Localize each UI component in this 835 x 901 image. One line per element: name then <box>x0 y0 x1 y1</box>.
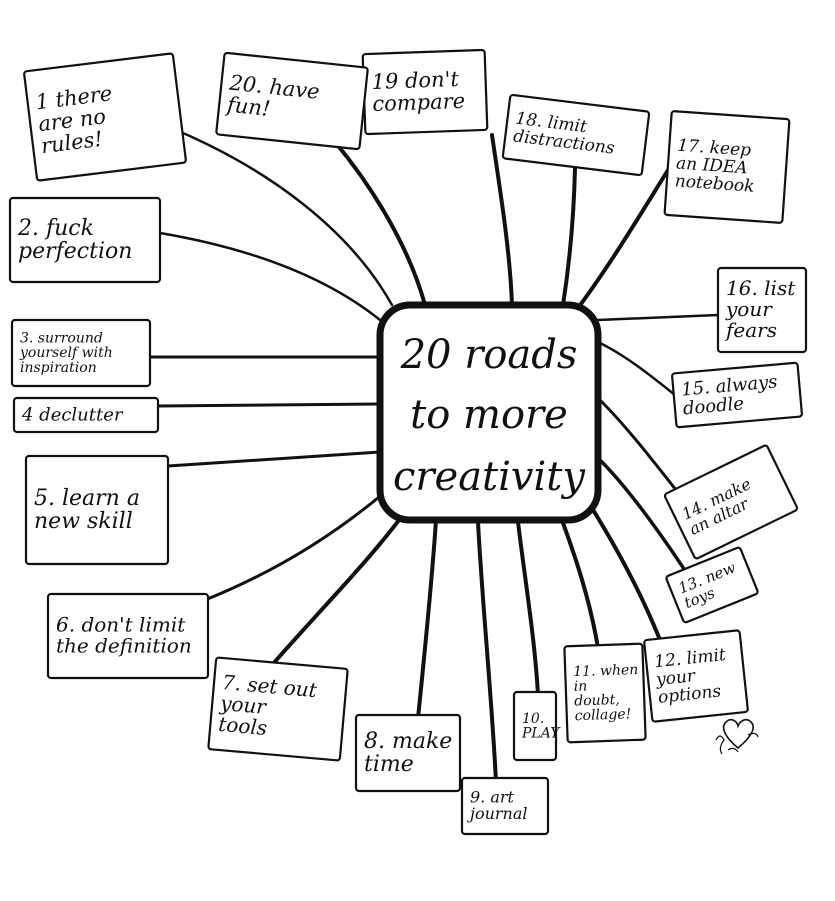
road-box-16 <box>716 266 808 354</box>
road-11-label-line-4: collage! <box>575 706 632 724</box>
spoke-16 <box>596 313 720 322</box>
road-3-label-line-1: 3. surround <box>20 330 103 346</box>
center-title-line-1: 20 roads <box>400 332 578 378</box>
road-16-label-line-1: 16. list <box>726 276 796 300</box>
spoke-19 <box>490 133 514 307</box>
road-box-14 <box>663 444 799 560</box>
road-3-label-line-2: yourself with <box>19 345 113 361</box>
road-2-label-line-1: 2. fuck <box>17 216 94 241</box>
road-box-8 <box>354 713 462 793</box>
road-11-label-line-1: 11. when <box>573 662 639 680</box>
road-16-label-line-2: your <box>725 297 773 321</box>
signature-scribble <box>715 732 759 755</box>
spokes <box>148 128 720 784</box>
road-8-label-line-2: time <box>364 752 414 777</box>
spoke-2 <box>158 231 382 322</box>
road-7-label-line-2: your <box>218 691 268 719</box>
road-7-label-line-3: tools <box>217 712 268 740</box>
road-box-5 <box>24 454 170 566</box>
spoke-13 <box>598 458 692 580</box>
road-2-label-line-2: perfection <box>18 239 132 264</box>
road-box-2 <box>8 196 162 284</box>
road-10-label-line-1: 10. <box>522 711 544 727</box>
heart-icon <box>722 718 754 750</box>
road-9-label-line-2: journal <box>467 804 528 823</box>
road-17-label-line-2: an IDEA <box>675 153 748 178</box>
spoke-9 <box>476 520 498 784</box>
spoke-4 <box>156 402 382 408</box>
road-node-4: 4 declutter <box>12 396 160 434</box>
spoke-18 <box>561 166 577 307</box>
road-box-9 <box>460 776 550 836</box>
road-8-label-line-1: 8. make <box>364 729 452 754</box>
spoke-12 <box>588 503 662 642</box>
road-19-label-line-2: compare <box>372 89 466 116</box>
road-box-7 <box>207 656 349 762</box>
road-12-label-line-2: your <box>654 666 697 690</box>
road-5-label-line-2: new skill <box>34 509 133 534</box>
road-box-11 <box>563 642 647 744</box>
road-box-12 <box>643 629 749 723</box>
road-box-13 <box>665 546 759 624</box>
center-title-line-3: creativity <box>393 454 586 500</box>
center-box <box>376 301 602 524</box>
road-box-4 <box>12 396 160 434</box>
spoke-6 <box>203 490 387 602</box>
road-box-20 <box>215 51 369 151</box>
road-4-label-line-1: 4 declutter <box>21 404 124 425</box>
signature-heart <box>715 718 759 755</box>
road-10-label-line-2: PLAY <box>521 725 561 741</box>
road-node-10: 10.PLAY <box>512 690 561 762</box>
spoke-20 <box>333 140 427 307</box>
spoke-17 <box>576 168 670 310</box>
road-box-10 <box>512 690 558 762</box>
spoke-15 <box>596 340 677 397</box>
spoke-8 <box>416 518 438 720</box>
road-6-label-line-1: 6. don't limit <box>56 612 186 636</box>
road-6-label-line-2: the definition <box>56 633 192 657</box>
road-5-label-line-1: 5. learn a <box>34 486 140 511</box>
road-box-1 <box>23 52 187 182</box>
spoke-7 <box>270 510 407 667</box>
spoke-11 <box>558 513 600 650</box>
road-box-17 <box>663 110 791 224</box>
road-box-18 <box>501 93 651 177</box>
road-box-6 <box>46 592 210 680</box>
spoke-1 <box>174 128 394 307</box>
spoke-5 <box>166 450 382 468</box>
road-11-label-line-3: doubt, <box>574 692 620 710</box>
road-19-label-line-1: 19 don't <box>371 67 460 94</box>
spoke-10 <box>516 520 540 697</box>
road-3-label-line-3: inspiration <box>20 360 97 376</box>
center-title-line-2: to more <box>410 392 568 438</box>
road-11-label-line-2: in <box>573 678 587 694</box>
road-box-3 <box>10 318 152 388</box>
road-9-label-line-1: 9. art <box>470 787 515 806</box>
road-20-label-line-2: fun! <box>224 92 272 121</box>
road-box-15 <box>671 361 803 429</box>
center-node: 20 roads to more creativity <box>376 301 602 524</box>
road-16-label-line-3: fears <box>724 318 777 342</box>
